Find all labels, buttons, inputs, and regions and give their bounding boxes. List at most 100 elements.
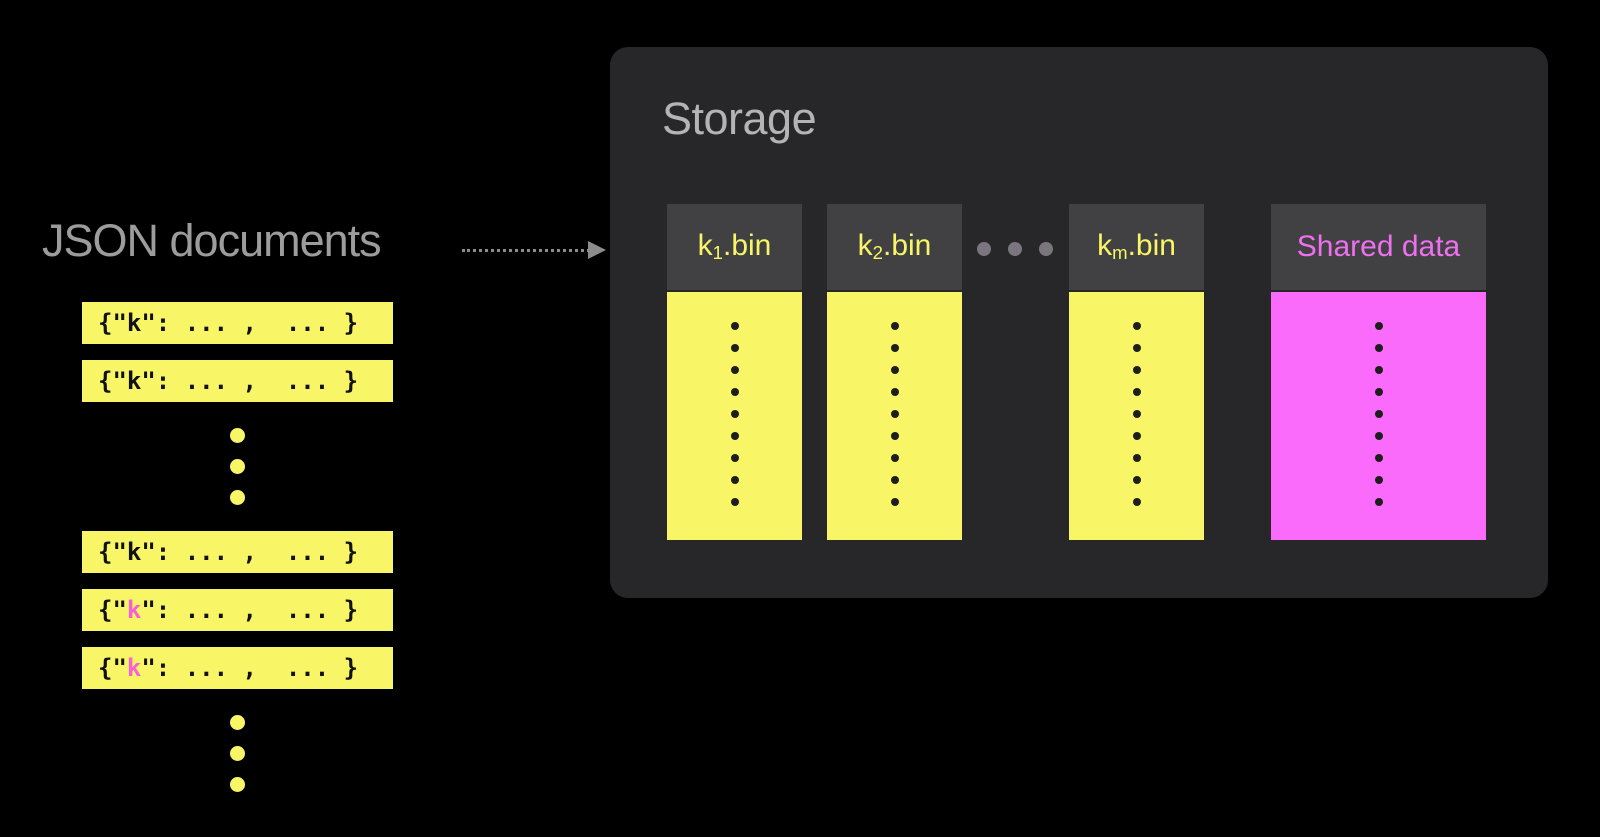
bin-content-dot <box>890 498 899 506</box>
bin-content-dot <box>1374 344 1383 352</box>
ellipsis-dot <box>1008 242 1022 256</box>
bin-content-dot <box>1374 498 1383 506</box>
arrow-head-icon <box>588 241 606 259</box>
document-key: k <box>126 309 142 337</box>
document-key: k <box>126 654 142 682</box>
document-key: k <box>126 538 142 566</box>
bin-content-dot <box>890 344 899 352</box>
bin-content-dot <box>1132 322 1141 330</box>
bin-body <box>1271 292 1486 540</box>
ellipsis-dot <box>230 777 245 792</box>
bin-content-dot <box>1132 476 1141 484</box>
bin-content-dot <box>1374 366 1383 374</box>
bin-content-dot <box>890 366 899 374</box>
bin-content-dot <box>730 344 739 352</box>
document-text: {"k": ... , ... } <box>98 311 358 335</box>
bin-content-dot <box>1132 432 1141 440</box>
bin-content-dot <box>730 476 739 484</box>
document-open-brace: {" <box>98 596 127 624</box>
bin-content-dot <box>1132 498 1141 506</box>
bin-content-dot <box>1374 410 1383 418</box>
bin-content-dot <box>730 498 739 506</box>
bin-body <box>1069 292 1204 540</box>
storage-bin-k2: k2.bin <box>827 204 962 540</box>
bin-content-dot <box>1374 454 1383 462</box>
ellipsis-dot <box>230 459 245 474</box>
document-rest: ": ... , ... } <box>141 367 359 395</box>
bin-content-dot <box>1132 388 1141 396</box>
vertical-ellipsis <box>82 418 393 515</box>
bin-content-dot <box>1374 432 1383 440</box>
document-rest: ": ... , ... } <box>141 654 359 682</box>
json-documents-list: {"k": ... , ... }{"k": ... , ... }{"k": … <box>82 302 393 802</box>
bin-key: k <box>697 229 713 263</box>
ellipsis-dot <box>230 490 245 505</box>
vertical-ellipsis <box>82 705 393 802</box>
bin-content-dot <box>890 388 899 396</box>
json-document-bar: {"k": ... , ... } <box>82 302 393 344</box>
document-rest: ": ... , ... } <box>141 309 359 337</box>
arrow-dotted-line <box>462 249 590 252</box>
ellipsis-dot <box>230 746 245 761</box>
document-key: k <box>126 596 142 624</box>
document-rest: ": ... , ... } <box>141 538 359 566</box>
document-text: {"k": ... , ... } <box>98 656 358 680</box>
ellipsis-dot <box>1039 242 1053 256</box>
bin-label: k1.bin <box>698 229 772 264</box>
bin-content-dot <box>730 388 739 396</box>
bin-content-dot <box>1374 322 1383 330</box>
bin-label: k2.bin <box>858 229 932 264</box>
bin-key: k <box>857 229 873 263</box>
document-open-brace: {" <box>98 654 127 682</box>
bin-content-dot <box>890 476 899 484</box>
document-open-brace: {" <box>98 538 127 566</box>
bin-content-dot <box>730 410 739 418</box>
bin-key: k <box>1097 229 1113 263</box>
bin-content-dot <box>730 432 739 440</box>
json-documents-label: JSON documents <box>42 215 382 266</box>
bin-body <box>827 292 962 540</box>
bin-header: Shared data <box>1271 204 1486 290</box>
document-open-brace: {" <box>98 367 127 395</box>
document-text: {"k": ... , ... } <box>98 369 358 393</box>
storage-bin-km: km.bin <box>1069 204 1204 540</box>
bin-suffix: .bin <box>882 229 932 263</box>
bin-suffix: .bin <box>722 229 772 263</box>
bin-content-dot <box>1132 344 1141 352</box>
bin-suffix: .bin <box>1127 229 1176 263</box>
bin-label: Shared data <box>1296 230 1461 263</box>
document-text: {"k": ... , ... } <box>98 540 358 564</box>
bin-content-dot <box>1132 366 1141 374</box>
storage-title: Storage <box>662 93 817 144</box>
bin-content-dot <box>1132 410 1141 418</box>
bin-key-subscript: 2 <box>872 242 883 264</box>
bin-content-dot <box>890 322 899 330</box>
bin-body <box>667 292 802 540</box>
json-document-bar: {"k": ... , ... } <box>82 360 393 402</box>
bin-header: k2.bin <box>827 204 962 290</box>
document-key: k <box>126 367 142 395</box>
bin-header: km.bin <box>1069 204 1204 290</box>
json-document-bar: {"k": ... , ... } <box>82 589 393 631</box>
json-document-bar: {"k": ... , ... } <box>82 531 393 573</box>
bin-key-subscript: 1 <box>712 242 723 264</box>
horizontal-ellipsis <box>977 242 1053 256</box>
bin-content-dot <box>890 454 899 462</box>
document-open-brace: {" <box>98 309 127 337</box>
bin-content-dot <box>890 432 899 440</box>
bin-header: k1.bin <box>667 204 802 290</box>
storage-bin-shared-data: Shared data <box>1271 204 1486 540</box>
bin-content-dot <box>730 454 739 462</box>
bin-content-dot <box>730 366 739 374</box>
bin-label: km.bin <box>1097 229 1176 264</box>
document-rest: ": ... , ... } <box>141 596 359 624</box>
ellipsis-dot <box>230 428 245 443</box>
ellipsis-dot <box>230 715 245 730</box>
document-text: {"k": ... , ... } <box>98 598 358 622</box>
bin-content-dot <box>1132 454 1141 462</box>
ellipsis-dot <box>977 242 991 256</box>
json-document-bar: {"k": ... , ... } <box>82 647 393 689</box>
bin-content-dot <box>730 322 739 330</box>
